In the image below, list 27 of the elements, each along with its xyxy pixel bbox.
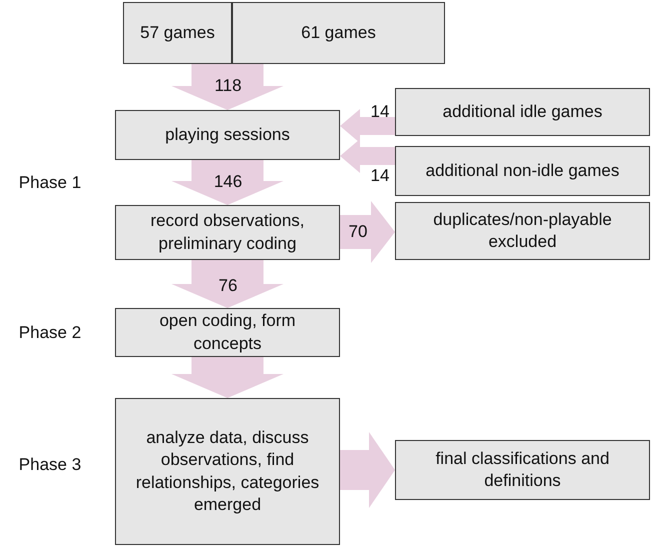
edge-label: 76	[218, 276, 238, 296]
edge-label: 70	[348, 222, 368, 242]
arrow	[340, 139, 395, 173]
edge-label: 14	[370, 166, 390, 186]
arrow	[172, 260, 284, 308]
phase-label: Phase 2	[18, 323, 82, 343]
edge-label: 14	[370, 102, 390, 122]
process-box: additional idle games	[395, 88, 650, 136]
edge-label: 118	[214, 76, 242, 96]
process-box: 57 games	[123, 2, 232, 64]
edge-label: 146	[214, 172, 242, 192]
arrow	[172, 357, 284, 398]
process-box: playing sessions	[115, 110, 340, 160]
arrow	[340, 432, 395, 508]
phase-label: Phase 1	[18, 173, 82, 193]
process-box: analyze data, discuss observations, find relationships, categories emerged	[115, 398, 340, 545]
arrow	[340, 109, 395, 143]
process-box: additional non-idle games	[395, 146, 650, 196]
arrow	[172, 64, 284, 110]
arrow	[340, 201, 395, 263]
process-box: duplicates/non-playable excluded	[395, 202, 650, 260]
process-box: open coding, form concepts	[115, 308, 340, 357]
arrow	[172, 160, 284, 205]
process-box: 61 games	[232, 2, 445, 64]
process-box: final classifications and definitions	[395, 440, 650, 500]
phase-label: Phase 3	[18, 455, 82, 475]
process-box: record observations, preliminary coding	[115, 205, 340, 260]
